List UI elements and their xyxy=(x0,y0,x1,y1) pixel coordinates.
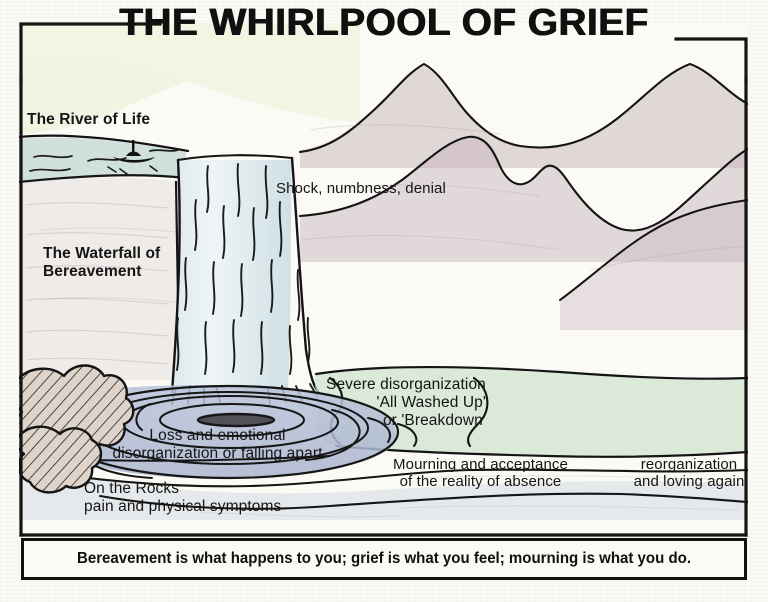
label-mourning-acceptance: Mourning and acceptance of the reality o… xyxy=(393,456,568,491)
poster-frame xyxy=(19,22,748,537)
label-on-the-rocks: On the Rocks pain and physical symptoms xyxy=(84,480,282,515)
boat-icon xyxy=(107,140,158,175)
label-river-of-life: The River of Life xyxy=(27,111,151,128)
label-shock-numbness-denial: Shock, numbness, denial xyxy=(276,180,446,197)
label-loss-and-emotional: Loss and emotional disorganization or fa… xyxy=(112,427,323,462)
rocks-icon xyxy=(19,364,135,494)
label-reorganization: reorganization and loving again xyxy=(633,456,745,491)
caption-text: Bereavement is what happens to you; grie… xyxy=(76,550,692,567)
label-severe-disorganization: Severe disorganization 'All Washed Up' o… xyxy=(326,376,486,429)
page-title: THE WHIRLPOOL OF GRIEF xyxy=(119,2,649,44)
caption-box: Bereavement is what happens to you; grie… xyxy=(21,538,747,580)
label-waterfall-bereavement: The Waterfall of Bereavement xyxy=(43,245,161,280)
